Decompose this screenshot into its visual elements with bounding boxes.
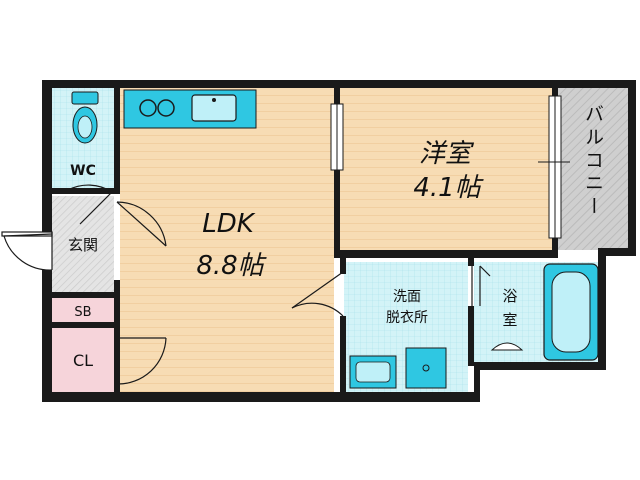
label-ldk-size: 8.8帖 (196, 251, 267, 281)
genkan-floor (52, 196, 114, 292)
balcony-floor (558, 88, 628, 250)
washing-machine-icon (405, 347, 447, 389)
toilet-seat-icon (77, 115, 93, 139)
bath-step-floor (480, 370, 630, 392)
kitchen-sink-icon (191, 94, 237, 122)
label-yoshitsu-size: 4.1帖 (413, 173, 484, 203)
label-washroom-line1: 洗面 (393, 289, 421, 305)
label-ldk-name: LDK (202, 209, 256, 239)
washing-machine-drum-icon (422, 364, 430, 372)
cl-floor (52, 328, 114, 392)
walls (42, 80, 636, 402)
label-bath-line1: 浴 (502, 287, 517, 305)
ldk-floor (120, 88, 334, 392)
door-cl (116, 337, 167, 385)
door-entrance (1, 231, 53, 271)
yoshitsu-floor (340, 88, 552, 250)
sb-floor (52, 298, 114, 322)
sink-drain-icon (212, 98, 216, 102)
label-wc: WC (70, 163, 96, 179)
label-yoshitsu-name: 洋室 (419, 139, 475, 169)
toilet-tank-icon (71, 91, 99, 105)
stove-burner-right-icon (157, 99, 175, 117)
door-bath (471, 265, 491, 306)
door-washroom (291, 271, 344, 317)
stove-burner-left-icon (139, 99, 157, 117)
label-sb: SB (74, 305, 91, 320)
washbasin-bowl-icon (355, 361, 391, 383)
bathtub-inner-icon (551, 271, 591, 353)
window-east (538, 95, 570, 239)
label-balcony: バルコニー (582, 104, 604, 219)
label-washroom-line2: 脱衣所 (386, 310, 428, 326)
door-genkan-ldk (116, 201, 167, 247)
window-ldk-yoshitsu (330, 103, 344, 171)
label-cl: CL (73, 351, 93, 370)
door-wc (67, 184, 113, 225)
label-bath-line2: 室 (502, 311, 517, 329)
label-genkan: 玄関 (68, 236, 98, 254)
bath-floor-drain-icon (490, 342, 524, 351)
